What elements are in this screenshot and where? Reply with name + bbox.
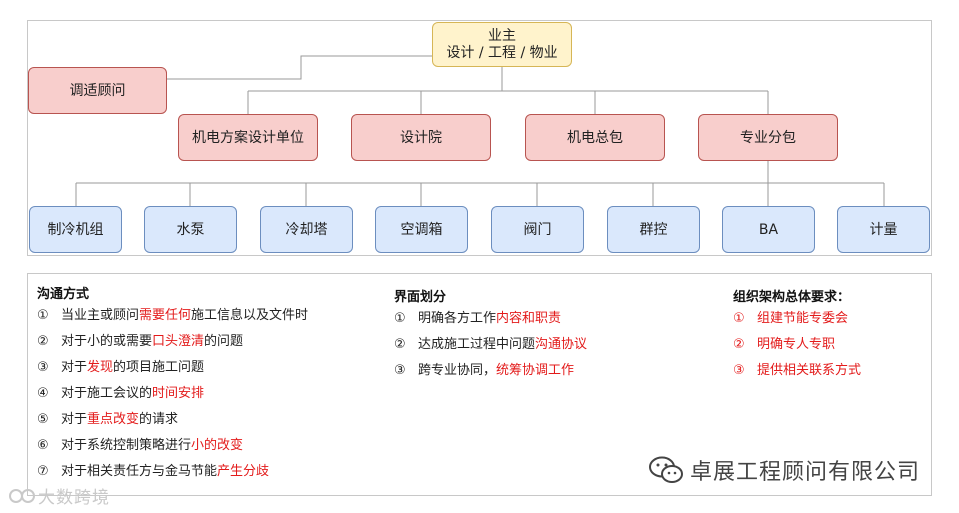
owner-subtitle: 设计 / 工程 / 物业 — [446, 44, 558, 61]
item-text: 施工信息以及文件时 — [191, 308, 309, 323]
communication-item-4: ④ 对于施工会议的时间安排 — [37, 381, 308, 407]
item-text: 对于小的或需要 — [61, 334, 153, 349]
company-name: 卓展工程顾问有限公司 — [690, 460, 921, 485]
highlight-text: 口头澄清 — [152, 334, 205, 349]
highlight-text: 沟通协议 — [535, 337, 588, 352]
highlight-text: 提供相关联系方式 — [757, 363, 862, 378]
item-number: ⑤ — [37, 412, 49, 427]
item-number: ③ — [394, 363, 406, 378]
highlight-text: 时间安排 — [152, 386, 205, 401]
design-institute-node: 设计院 — [351, 114, 491, 161]
requirements-list: ① 组建节能专委会 ② 明确专人专职 ③ 提供相关联系方式 — [733, 306, 861, 384]
item-number: ① — [37, 308, 49, 323]
item-number: ② — [733, 337, 745, 352]
watermark-text: 大数跨境 — [38, 488, 110, 508]
item-number: ④ — [37, 386, 49, 401]
item-text: 当业主或顾问 — [61, 308, 140, 323]
connector-root-consultant — [167, 55, 432, 80]
item-text: 跨专业协同， — [418, 363, 497, 378]
item-number: ② — [37, 334, 49, 349]
requirements-item-1: ① 组建节能专委会 — [733, 306, 861, 332]
cooling-tower-node: 冷却塔 — [260, 206, 353, 253]
connector-tier2-drops — [247, 91, 769, 114]
highlight-text: 重点改变 — [87, 412, 140, 427]
highlight-text: 小的改变 — [191, 438, 244, 453]
highlight-text: 需要任何 — [139, 308, 192, 323]
group-control-node: 群控 — [607, 206, 700, 253]
notes-frame — [27, 273, 932, 496]
communication-title: 沟通方式 — [37, 287, 90, 302]
communication-item-6: ⑥ 对于系统控制策略进行小的改变 — [37, 433, 308, 459]
highlight-text: 明确专人专职 — [757, 337, 836, 352]
requirements-title: 组织架构总体要求： — [733, 290, 851, 305]
item-text: 的请求 — [139, 412, 179, 427]
consultant-node: 调适顾问 — [28, 67, 167, 114]
ba-node: BA — [722, 206, 815, 253]
owner-title: 业主 — [488, 27, 516, 44]
metering-node: 计量 — [837, 206, 930, 253]
wechat-icon — [649, 456, 683, 483]
watermark: 大数跨境 — [8, 483, 110, 508]
ahu-node: 空调箱 — [375, 206, 468, 253]
item-text: 达成施工过程中问题 — [418, 337, 536, 352]
communication-item-2: ② 对于小的或需要口头澄清的问题 — [37, 329, 308, 355]
item-number: ② — [394, 337, 406, 352]
communication-item-1: ① 当业主或顾问需要任何施工信息以及文件时 — [37, 303, 308, 329]
item-number: ① — [394, 311, 406, 326]
item-number: ① — [733, 311, 745, 326]
item-text: 对于 — [61, 360, 88, 375]
pump-node: 水泵 — [144, 206, 237, 253]
interface-item-1: ① 明确各方工作内容和职责 — [394, 306, 587, 332]
item-text: 的项目施工问题 — [113, 360, 205, 375]
item-text: 明确各方工作 — [418, 311, 497, 326]
item-text: 对于 — [61, 412, 88, 427]
highlight-text: 统筹协调工作 — [496, 363, 575, 378]
item-text: 的问题 — [204, 334, 244, 349]
mep-contractor-node: 机电总包 — [525, 114, 665, 161]
item-text: 对于施工会议的 — [61, 386, 153, 401]
communication-item-5: ⑤ 对于重点改变的请求 — [37, 407, 308, 433]
owner-node: 业主 设计 / 工程 / 物业 — [432, 22, 572, 67]
item-number: ⑥ — [37, 438, 49, 453]
highlight-text: 产生分歧 — [217, 464, 270, 479]
communication-item-7: ⑦ 对于相关责任方与金马节能产生分歧 — [37, 459, 308, 485]
interface-title: 界面划分 — [394, 290, 447, 305]
item-number: ③ — [37, 360, 49, 375]
communication-item-3: ③ 对于发现的项目施工问题 — [37, 355, 308, 381]
mep-design-node: 机电方案设计单位 — [178, 114, 318, 161]
connector-tier3-drops — [75, 183, 885, 206]
highlight-text: 内容和职责 — [496, 311, 562, 326]
watermark-icon — [9, 488, 35, 503]
interface-item-2: ② 达成施工过程中问题沟通协议 — [394, 332, 587, 358]
requirements-item-2: ② 明确专人专职 — [733, 332, 861, 358]
item-number: ⑦ — [37, 464, 49, 479]
highlight-text: 发现 — [87, 360, 114, 375]
highlight-text: 组建节能专委会 — [757, 311, 849, 326]
subcontractor-node: 专业分包 — [698, 114, 838, 161]
requirements-item-3: ③ 提供相关联系方式 — [733, 358, 861, 384]
item-text: 对于系统控制策略进行 — [61, 438, 192, 453]
valve-node: 阀门 — [491, 206, 584, 253]
interface-list: ① 明确各方工作内容和职责 ② 达成施工过程中问题沟通协议 ③ 跨专业协同，统筹协调工作 — [394, 306, 587, 384]
chiller-node: 制冷机组 — [29, 206, 122, 253]
item-text: 对于相关责任方与金马节能 — [61, 464, 218, 479]
item-number: ③ — [733, 363, 745, 378]
company-logo: 卓展工程顾问有限公司 — [648, 454, 920, 486]
interface-item-3: ③ 跨专业协同，统筹协调工作 — [394, 358, 587, 384]
